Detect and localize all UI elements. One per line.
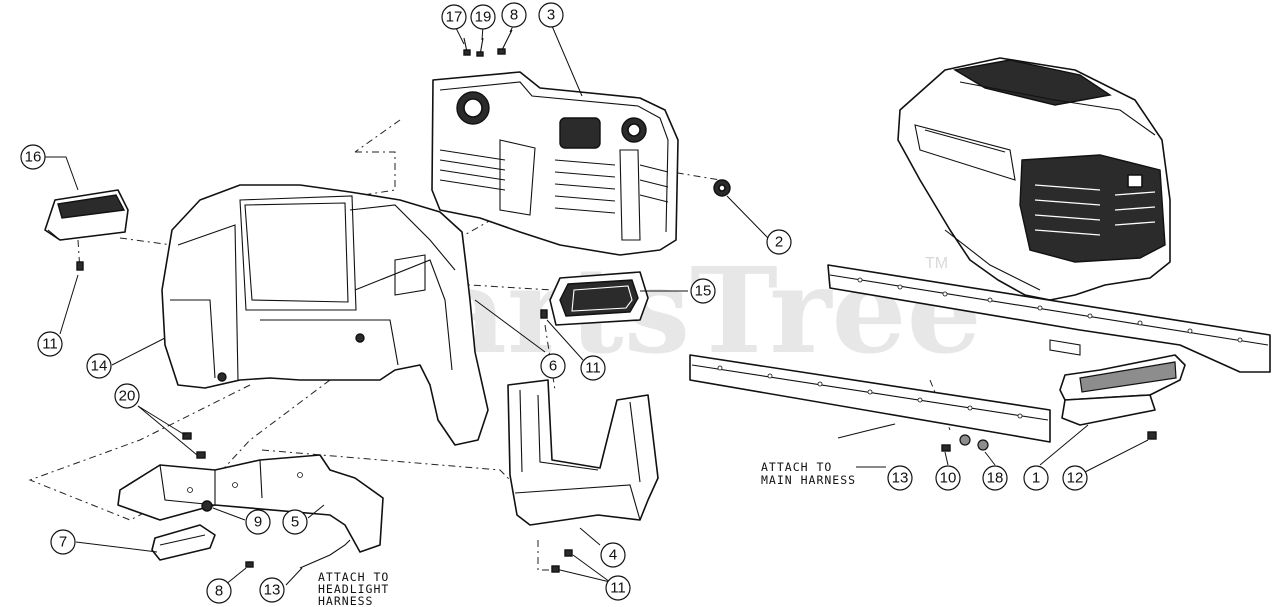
note-headlight-line-3: HARNESS: [318, 594, 373, 607]
callout-13-right-label: 13: [892, 470, 909, 487]
fasteners-17-19-8: [463, 29, 513, 57]
note-headlight-line-1: ATTACH TO: [318, 570, 389, 584]
callout-20: 20: [114, 383, 140, 409]
bracket-part-16: [44, 189, 129, 273]
callout-13-bottom: 13: [259, 577, 285, 603]
callout-11-mid: 11: [580, 355, 606, 381]
callout-15-label: 15: [695, 283, 712, 300]
note-main-harness-line-1: ATTACH TO: [761, 460, 832, 474]
callout-11-left: 11: [37, 331, 63, 357]
callout-11-left-label: 11: [42, 336, 58, 353]
callout-8-bottom: 8: [206, 578, 232, 604]
callout-6: 6: [540, 353, 566, 379]
callout-3: 3: [538, 2, 564, 28]
callout-10: 10: [935, 465, 961, 491]
callout-17: 17: [441, 4, 467, 30]
bracket-part-4: [507, 379, 659, 573]
emblem-panel-part-15: [540, 271, 649, 326]
callout-2: 2: [766, 229, 792, 255]
callout-17-label: 17: [446, 9, 463, 26]
callout-4-label: 4: [609, 547, 617, 564]
callout-18: 18: [982, 465, 1008, 491]
callout-11-mid-label: 11: [585, 360, 601, 377]
hood-part-1: [897, 57, 1171, 301]
callout-1: 1: [1023, 465, 1049, 491]
note-headlight-harness: ATTACH TO HEADLIGHT HARNESS: [318, 570, 389, 607]
callout-11-bottom: 11: [605, 575, 631, 601]
bracket-part-5: [117, 454, 384, 553]
callout-3-label: 3: [547, 7, 555, 24]
wire-part-13-lower: [299, 539, 351, 569]
callout-14: 14: [86, 353, 112, 379]
callout-4: 4: [600, 542, 626, 568]
callout-12-label: 12: [1067, 470, 1084, 487]
callout-16-label: 16: [25, 149, 42, 166]
dash-panel-part-3: [431, 71, 679, 256]
note-headlight-line-2: HEADLIGHT: [318, 582, 389, 596]
callout-12: 12: [1062, 465, 1088, 491]
note-main-harness: ATTACH TO MAIN HARNESS: [761, 460, 856, 487]
callout-2-label: 2: [775, 234, 783, 251]
callout-8-top-label: 8: [510, 7, 518, 24]
plug-part-2: [713, 179, 769, 239]
frame-rails: [689, 264, 1271, 452]
callout-10-label: 10: [940, 470, 957, 487]
callout-6-label: 6: [549, 358, 557, 375]
callout-16: 16: [20, 144, 46, 170]
callout-5-label: 5: [291, 514, 299, 531]
callout-9-label: 9: [254, 514, 262, 531]
watermark-trademark: TM: [925, 255, 948, 272]
leader-lines: [45, 23, 1149, 586]
fender-part-14: [161, 184, 489, 446]
note-main-harness-line-2: MAIN HARNESS: [761, 473, 856, 487]
callout-5: 5: [282, 509, 308, 535]
callout-8-top: 8: [501, 2, 527, 28]
callout-7-label: 7: [59, 534, 67, 551]
callout-13-right: 13: [887, 465, 913, 491]
callout-20-label: 20: [119, 388, 136, 405]
callout-18-label: 18: [987, 470, 1004, 487]
callout-11-bottom-label: 11: [610, 580, 626, 597]
callout-13-bottom-label: 13: [264, 582, 281, 599]
callout-7: 7: [50, 529, 76, 555]
callout-14-label: 14: [91, 358, 108, 375]
callout-19: 19: [470, 4, 496, 30]
callout-15: 15: [690, 278, 716, 304]
screw-part-8-lower: [245, 561, 254, 568]
callout-19-label: 19: [475, 9, 492, 26]
bracket-part-7: [151, 524, 216, 561]
callout-1-label: 1: [1032, 470, 1040, 487]
callout-8-bottom-label: 8: [215, 583, 223, 600]
callout-9: 9: [245, 509, 271, 535]
